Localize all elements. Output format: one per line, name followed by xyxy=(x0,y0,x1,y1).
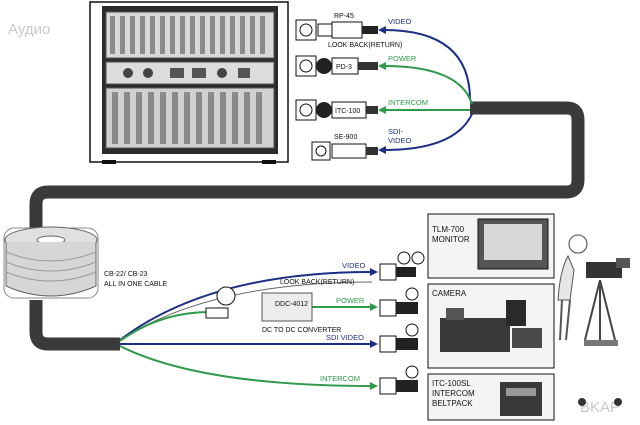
monitor-type-label: MONITOR xyxy=(432,235,470,244)
monitor-model-label: TLM-700 xyxy=(432,225,465,234)
camera-panel xyxy=(427,283,555,369)
se900-signal-label-2: VIDEO xyxy=(388,136,412,145)
top-sdi-arrow xyxy=(378,146,386,154)
cable-spool xyxy=(3,226,99,299)
pd3-signal-label: POWER xyxy=(388,54,417,63)
rp45-part-label: RP-45 xyxy=(334,13,354,20)
bottom-intercom-wire xyxy=(119,345,373,387)
bottom-sdi-connector xyxy=(379,323,419,353)
rack-module-strip xyxy=(110,16,265,54)
top-intercom-arrow xyxy=(378,106,386,114)
bottom-sdi-label: SDI VIDEO xyxy=(326,333,364,342)
beltpack-panel xyxy=(427,373,555,421)
top-power-wire xyxy=(383,65,473,105)
converter-caption-label: DC TO DC CONVERTER xyxy=(262,327,341,334)
bottom-sdi-arrow xyxy=(370,340,378,348)
beltpack-type-label: INTERCOM xyxy=(432,389,475,398)
connector-rp45 xyxy=(295,19,378,41)
rack-unit xyxy=(89,1,289,164)
connector-pd3 xyxy=(295,55,378,77)
bottom-power-connector xyxy=(379,287,419,317)
rp45-note-label: LOOK BACK(RETURN) xyxy=(328,42,402,49)
camera-label: CAMERA xyxy=(432,289,467,298)
pd3-part-label: PD-3 xyxy=(336,64,352,71)
top-sdi-wire xyxy=(383,113,473,151)
beltpack-model-label: ITC-100SL xyxy=(432,379,471,388)
se900-signal-label: SDI- xyxy=(388,127,404,136)
connector-itc100 xyxy=(295,99,378,121)
bottom-intercom-arrow xyxy=(370,382,378,390)
bottom-video-connector xyxy=(379,251,425,281)
bottom-lookback-label: LOOK BACK(RETURN) xyxy=(280,279,354,286)
top-video-wire xyxy=(383,29,471,101)
monitor-panel xyxy=(427,213,555,279)
itc100-signal-label: INTERCOM xyxy=(388,98,428,107)
dc-converter xyxy=(205,286,313,322)
bottom-intercom-label: INTERCOM xyxy=(320,374,360,383)
bottom-power-label: POWER xyxy=(336,296,365,305)
top-power-arrow xyxy=(378,62,386,70)
rp45-signal-label: VIDEO xyxy=(388,17,412,26)
bottom-video-label: VIDEO xyxy=(342,261,366,270)
bottom-power-wire xyxy=(119,311,211,342)
watermark-right: BKAP xyxy=(580,399,620,416)
converter-model-label: DDC-4012 xyxy=(275,301,308,308)
top-video-arrow xyxy=(378,26,386,34)
main-cable xyxy=(29,101,585,232)
connector-se900 xyxy=(311,141,378,161)
beltpack-kind-label: BELTPACK xyxy=(432,399,473,408)
rack-module-strip-lower xyxy=(112,92,262,144)
bottom-power-arrow xyxy=(370,303,378,311)
main-cable-lower xyxy=(29,300,120,351)
itc100-part-label: ITC-100 xyxy=(335,108,360,115)
spool-label-1: CB-22/ CB-23 xyxy=(104,271,148,278)
watermark-left: Аудио xyxy=(8,21,50,38)
se900-part-label: SE-900 xyxy=(334,134,357,141)
rack-front-controls xyxy=(123,68,250,78)
spool-label-2: ALL IN ONE CABLE xyxy=(104,281,167,288)
bottom-intercom-connector xyxy=(379,365,419,395)
bottom-video-arrow xyxy=(370,268,378,276)
camera-operator xyxy=(557,234,630,406)
